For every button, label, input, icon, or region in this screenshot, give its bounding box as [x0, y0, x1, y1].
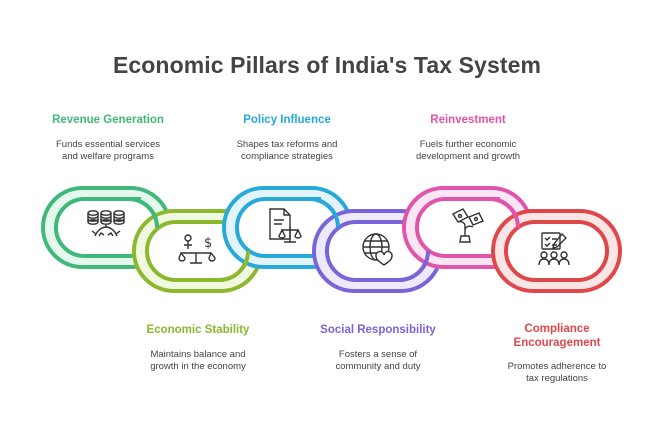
checklist-people-icon — [538, 232, 570, 266]
pillar-desc-revenue-line1: Funds essential services — [55, 139, 161, 150]
pillar-desc-revenue-line2: and welfare programs — [62, 151, 154, 162]
pillar-desc-compliance-line1: Promotes adherence to — [507, 361, 607, 372]
pillar-title-stability: Economic Stability — [146, 324, 250, 336]
pillar-desc-compliance-line2: tax regulations — [526, 373, 588, 384]
document-scale-icon — [269, 208, 302, 243]
pillar-title-policy: Policy Influence — [243, 114, 331, 126]
page-title: Economic Pillars of India's Tax System — [112, 52, 542, 78]
pillar-desc-stability-line1: Maintains balance and — [150, 349, 246, 360]
pillar-title-compliance-line1: Compliance — [524, 323, 590, 335]
balance-dollar-icon: $ — [178, 234, 216, 264]
pillar-desc-reinvestment-line1: Fuels further economic — [419, 139, 517, 150]
pillar-desc-policy-line2: compliance strategies — [241, 151, 333, 162]
pillar-desc-reinvestment-line2: development and growth — [415, 151, 521, 162]
pillar-title-social: Social Responsibility — [320, 324, 436, 336]
money-stacks-icon — [87, 210, 125, 237]
chain-link-compliance — [491, 209, 622, 293]
pillar-title-compliance-line2: Encouragement — [513, 337, 601, 349]
pillar-desc-social-line2: community and duty — [335, 361, 421, 372]
pillar-desc-social-line1: Fosters a sense of — [338, 349, 418, 360]
pillar-desc-policy-line1: Shapes tax reforms and — [236, 139, 338, 150]
globe-heart-icon — [362, 233, 393, 266]
svg-text:$: $ — [204, 236, 212, 251]
pillar-desc-stability-line2: growth in the economy — [150, 361, 246, 372]
pillar-title-revenue: Revenue Generation — [52, 114, 164, 126]
money-plant-icon — [451, 208, 484, 243]
pillar-title-reinvestment: Reinvestment — [430, 114, 506, 126]
